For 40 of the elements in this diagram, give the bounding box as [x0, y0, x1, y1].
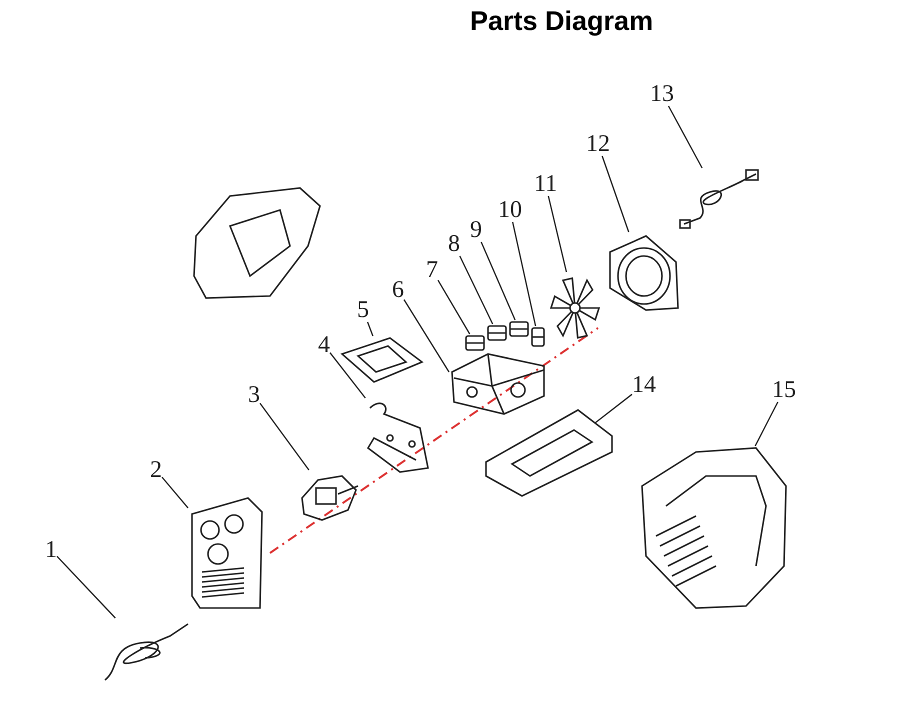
- callout-number: 14: [632, 373, 656, 397]
- callout-number: 3: [248, 383, 260, 407]
- leader-line: [162, 476, 188, 508]
- callout-number: 12: [586, 132, 610, 156]
- leader-line: [512, 222, 536, 326]
- motor-component-drawing: [508, 320, 530, 338]
- callout-number: 7: [426, 258, 438, 282]
- cover-plate-drawing: [340, 336, 424, 384]
- leader-line: [329, 352, 366, 398]
- callout-number: 2: [150, 458, 162, 482]
- fan-shroud-drawing: [606, 232, 680, 314]
- leader-line: [259, 402, 310, 470]
- motor-component-drawing: [464, 334, 486, 352]
- leader-line: [668, 106, 703, 168]
- diagram-title: Parts Diagram: [470, 6, 654, 37]
- motor-component-drawing: [530, 326, 546, 348]
- callout-number: 11: [534, 172, 558, 196]
- leader-line: [437, 280, 470, 334]
- base-plate-drawing: [482, 406, 616, 498]
- leader-line: [480, 242, 516, 320]
- callout-number: 5: [357, 298, 369, 322]
- callout-number: 10: [498, 198, 522, 222]
- callout-number: 15: [772, 378, 796, 402]
- callout-number: 1: [45, 538, 57, 562]
- leader-line: [754, 402, 778, 446]
- callout-number: 4: [318, 333, 330, 357]
- leader-line: [548, 196, 568, 272]
- leader-line: [594, 394, 632, 424]
- leader-line: [56, 556, 116, 618]
- leader-line: [602, 156, 630, 232]
- callout-number: 8: [448, 232, 460, 256]
- motor-component-drawing: [486, 324, 508, 342]
- control-panel-drawing: [188, 496, 264, 610]
- callout-number: 13: [650, 82, 674, 106]
- callout-number: 9: [470, 218, 482, 242]
- leader-line: [459, 256, 494, 324]
- leader-line: [366, 322, 374, 336]
- motor-housing-drawing: [448, 352, 546, 416]
- callout-number: 6: [392, 278, 404, 302]
- leader-line: [403, 299, 450, 372]
